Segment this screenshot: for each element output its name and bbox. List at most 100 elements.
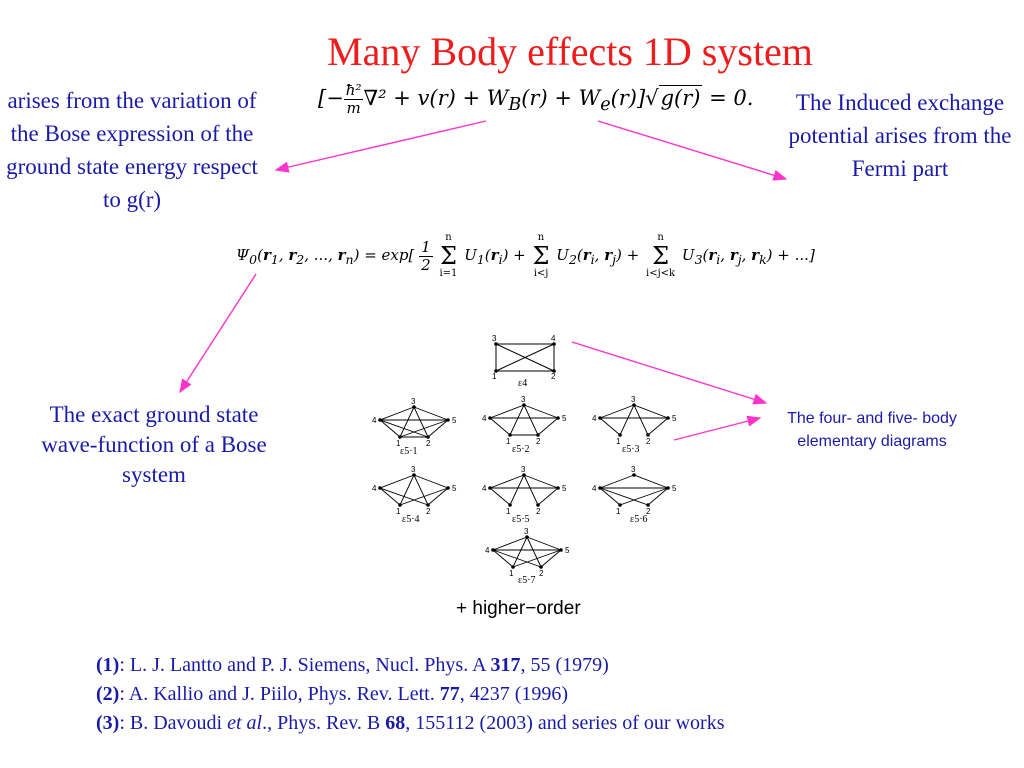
diagram-node bbox=[412, 473, 416, 477]
diagram-node-label: 2 bbox=[646, 507, 651, 516]
diagram-edge bbox=[427, 487, 449, 506]
diagram-edge bbox=[413, 406, 449, 421]
reference-3-volume: 68 bbox=[385, 712, 406, 734]
reference-3-text: : B. Davoudi bbox=[119, 712, 228, 734]
diagram-edge bbox=[509, 474, 525, 506]
label-e5-4: ε5·4 bbox=[402, 514, 420, 525]
diagram-edge bbox=[509, 404, 525, 436]
diagram-node bbox=[508, 503, 512, 507]
reference-3-etal: et al bbox=[227, 712, 263, 734]
reference-3-number: (3) bbox=[96, 712, 120, 734]
diagram-node-label: 5 bbox=[672, 484, 677, 493]
label-e5-6: ε5·6 bbox=[630, 514, 648, 525]
note-exact-wavefunction: The exact ground state wave-function of … bbox=[41, 402, 267, 487]
diagram-node-label: 4 bbox=[592, 414, 597, 423]
diagram-node bbox=[508, 433, 512, 437]
references: (1): L. J. Lantto and P. J. Siemens, Nuc… bbox=[96, 651, 816, 738]
diagram-node-label: 3 bbox=[524, 527, 529, 536]
diagram-node bbox=[426, 503, 430, 507]
label-e5-7: ε5·7 bbox=[518, 575, 536, 586]
reference-3-rest: , 155112 (2003) and series of our works bbox=[405, 712, 725, 734]
diagram-node-label: 1 bbox=[506, 437, 511, 446]
diagram-edge bbox=[647, 487, 669, 506]
diagram-edge bbox=[619, 404, 635, 436]
diagram-node bbox=[646, 433, 650, 437]
diagram-node-label: 5 bbox=[565, 546, 570, 555]
diagram-node bbox=[511, 565, 515, 569]
diagram-node-label: 4 bbox=[372, 484, 377, 493]
diagram-edge bbox=[599, 404, 635, 419]
diagram-node-label: 5 bbox=[672, 414, 677, 423]
arrow-to-exact-note bbox=[179, 273, 257, 394]
reference-2-number: (2) bbox=[96, 683, 120, 705]
diagram-node bbox=[556, 486, 560, 490]
reference-2-volume: 77 bbox=[439, 683, 460, 705]
diagram-edge bbox=[379, 487, 401, 506]
diagram-node bbox=[491, 548, 495, 552]
diagram-node-label: 4 bbox=[482, 414, 487, 423]
diagram-node-label: 4 bbox=[372, 416, 377, 425]
diagram-node-label: 5 bbox=[452, 484, 457, 493]
diagram-edge bbox=[399, 474, 415, 506]
reference-1-volume: 317 bbox=[490, 654, 521, 676]
eq1-after: (r)] bbox=[610, 86, 646, 110]
diagram-edge bbox=[526, 536, 542, 568]
diagram-edge bbox=[492, 536, 528, 551]
eq1-plus: (r) + W bbox=[521, 86, 601, 110]
note-diagrams-line1: The four- and five- body bbox=[787, 410, 957, 427]
note-bose-variation: arises from the variation of the Bose ex… bbox=[6, 88, 258, 212]
diagram-node bbox=[522, 403, 526, 407]
diagram-node-label: 4 bbox=[482, 484, 487, 493]
diagram-edge bbox=[537, 417, 559, 436]
diagram-node-label: 2 bbox=[539, 569, 544, 578]
diagram-node-label: 3 bbox=[411, 397, 416, 406]
diagram-edge bbox=[540, 549, 562, 568]
label-e5-3: ε5·3 bbox=[622, 444, 640, 455]
diagram-edge bbox=[399, 406, 415, 438]
diagram-node bbox=[446, 418, 450, 422]
diagram-node bbox=[539, 565, 543, 569]
reference-3-text2: ., Phys. Rev. B bbox=[262, 712, 386, 734]
diagram-edge bbox=[523, 474, 559, 489]
diagram-node bbox=[426, 435, 430, 439]
diagram-node bbox=[488, 416, 492, 420]
diagram-node-label: 4 bbox=[592, 484, 597, 493]
diagram-node bbox=[556, 416, 560, 420]
note-fermi-exchange: The Induced exchange potential arises fr… bbox=[788, 90, 1012, 181]
arrow-e53-to-diagrams-note bbox=[673, 415, 762, 441]
diagram-edge bbox=[633, 404, 669, 419]
diagram-node bbox=[446, 486, 450, 490]
diagram-node-label: 3 bbox=[521, 395, 526, 404]
diagram-node-label: 2 bbox=[426, 507, 431, 516]
diagram-node bbox=[398, 503, 402, 507]
diagram-node bbox=[618, 503, 622, 507]
diagram-edge bbox=[489, 404, 525, 419]
svg-text:2: 2 bbox=[551, 372, 556, 381]
diagram-node-label: 2 bbox=[426, 439, 431, 448]
diagram-edge bbox=[399, 419, 449, 438]
label-e4: ε4 bbox=[518, 378, 527, 389]
label-e5-2: ε5·2 bbox=[512, 444, 530, 455]
diagram-node-label: 5 bbox=[562, 484, 567, 493]
diagram-node bbox=[646, 503, 650, 507]
note-elementary-diagrams: The four- and five- body elementary diag… bbox=[752, 407, 992, 453]
reference-3: (3): B. Davoudi et al., Phys. Rev. B 68,… bbox=[96, 709, 816, 738]
diagram-edge bbox=[379, 474, 415, 489]
diagram-node-label: 5 bbox=[562, 414, 567, 423]
diagram-e4: 3 4 1 2 bbox=[492, 334, 556, 381]
reference-1: (1): L. J. Lantto and P. J. Siemens, Nuc… bbox=[96, 651, 816, 680]
diagram-node-label: 3 bbox=[411, 465, 416, 474]
svg-text:1: 1 bbox=[492, 372, 497, 381]
reference-2: (2): A. Kallio and J. Piilo, Phys. Rev. … bbox=[96, 680, 816, 709]
diagram-edge bbox=[379, 419, 401, 438]
diagram-node-label: 5 bbox=[452, 416, 457, 425]
diagram-edge bbox=[413, 406, 429, 438]
diagram-node bbox=[618, 433, 622, 437]
diagram-edge bbox=[489, 474, 525, 489]
